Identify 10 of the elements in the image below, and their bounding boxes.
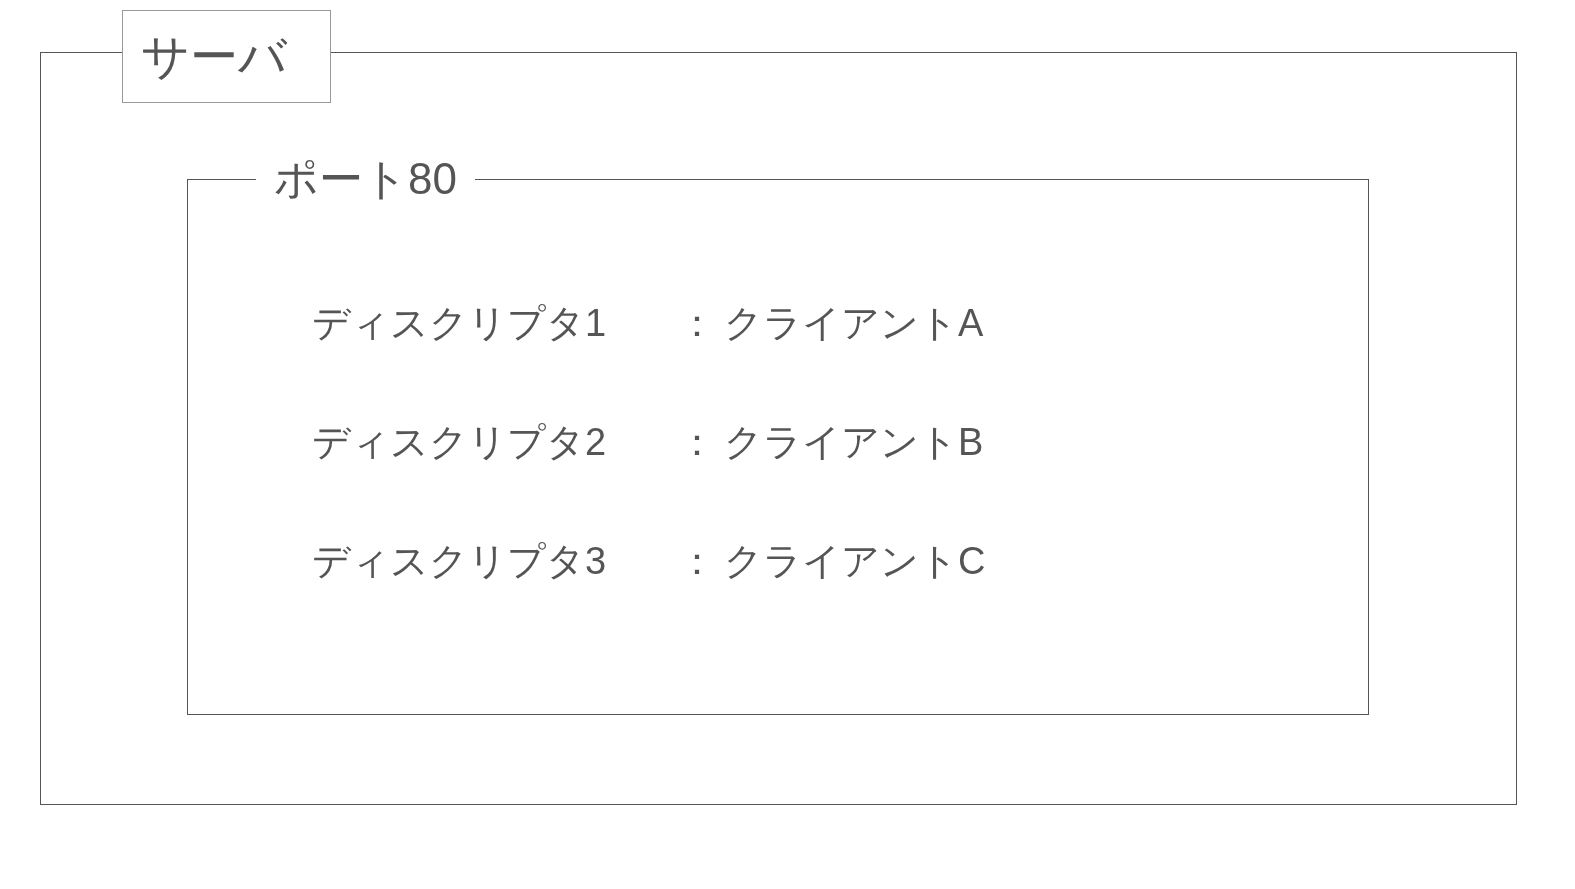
title-tab: サーバ xyxy=(122,10,331,103)
separator-colon: ： xyxy=(678,301,716,346)
separator-colon: ： xyxy=(678,420,716,465)
client-label: クライアントB xyxy=(724,420,984,465)
client-label: クライアントA xyxy=(724,301,984,346)
descriptor-label: ディスクリプタ1 xyxy=(312,301,607,346)
client-label: クライアントC xyxy=(724,539,986,584)
separator-colon: ： xyxy=(678,539,716,584)
descriptor-label: ディスクリプタ3 xyxy=(312,539,607,584)
descriptor-label: ディスクリプタ2 xyxy=(312,420,607,465)
